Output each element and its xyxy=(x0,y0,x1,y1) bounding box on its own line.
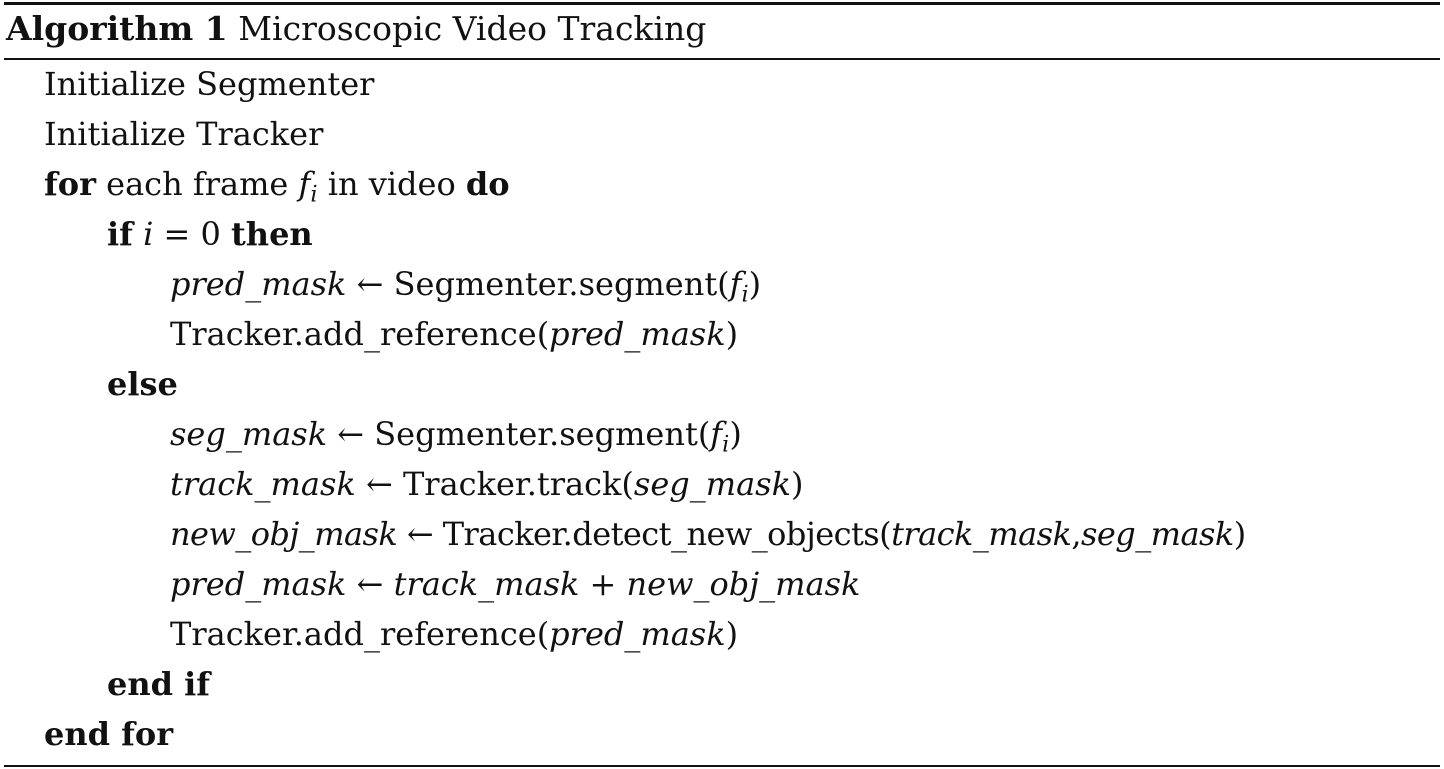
else-keyword: else xyxy=(107,365,178,403)
for-keyword: for xyxy=(44,165,96,203)
close-paren: ) xyxy=(729,415,742,453)
assign-arrow: ← xyxy=(346,565,394,603)
algorithm-block: Algorithm 1 Microscopic Video Tracking I… xyxy=(4,0,1440,769)
algorithm-label: Algorithm 1 xyxy=(6,9,228,48)
pred-mask-var: pred_mask xyxy=(549,315,726,353)
frame-var: f xyxy=(729,265,742,303)
end-for-keyword: end for xyxy=(44,715,174,753)
algorithm-title: Microscopic Video Tracking xyxy=(238,9,707,48)
assign-arrow: ← xyxy=(327,415,375,453)
line-add-reference-2: Tracker.add_reference(pred_mask) xyxy=(170,613,738,655)
line-else: else xyxy=(107,363,178,405)
add-reference-call: Tracker.add_reference( xyxy=(170,315,550,353)
line-seg-mask: seg_mask ← Segmenter.segment(fi) xyxy=(170,413,742,455)
caption-rule xyxy=(4,58,1440,60)
add-reference-call: Tracker.add_reference( xyxy=(170,615,550,653)
assign-arrow: ← xyxy=(355,465,403,503)
pred-mask-var: pred_mask xyxy=(170,265,347,303)
new-obj-mask-var: new_obj_mask xyxy=(170,515,398,553)
frame-index: i xyxy=(741,281,749,308)
seg-mask-var: seg_mask xyxy=(1081,515,1234,553)
line-end-for: end for xyxy=(44,713,173,755)
line-end-if: end if xyxy=(107,663,210,705)
init-segmenter-text: Initialize Segmenter xyxy=(44,65,375,103)
line-new-obj-mask: new_obj_mask ← Tracker.detect_new_object… xyxy=(170,513,1246,555)
segment-call: Segmenter.segment( xyxy=(393,265,730,303)
plus-operator: + xyxy=(579,565,627,603)
line-pred-mask-segment: pred_mask ← Segmenter.segment(fi) xyxy=(170,263,761,305)
for-each-text: each frame xyxy=(95,165,299,203)
line-track-mask: track_mask ← Tracker.track(seg_mask) xyxy=(170,463,803,505)
line-pred-mask-sum: pred_mask ← track_mask + new_obj_mask xyxy=(170,563,860,605)
algorithm-caption: Algorithm 1 Microscopic Video Tracking xyxy=(6,7,706,51)
line-add-reference-1: Tracker.add_reference(pred_mask) xyxy=(170,313,738,355)
close-paren: ) xyxy=(748,265,762,303)
end-if-keyword: end if xyxy=(107,665,211,703)
pred-mask-var: pred_mask xyxy=(170,565,347,603)
frame-index: i xyxy=(722,431,730,458)
track-mask-var: track_mask xyxy=(393,565,580,603)
line-init-tracker: Initialize Tracker xyxy=(44,113,323,155)
if-keyword: if xyxy=(107,215,133,253)
seg-mask-var: seg_mask xyxy=(170,415,328,453)
cond-equals-zero: = 0 xyxy=(153,215,232,253)
close-paren: ) xyxy=(1233,515,1246,553)
line-init-segmenter: Initialize Segmenter xyxy=(44,63,374,105)
line-if: if i = 0 then xyxy=(107,213,313,255)
line-for-loop: for each frame fi in video do xyxy=(44,163,510,205)
close-paren: ) xyxy=(725,615,739,653)
do-keyword: do xyxy=(465,165,510,203)
track-mask-var: track_mask xyxy=(891,515,1072,553)
detect-new-objects-call: Tracker.detect_new_objects( xyxy=(442,515,892,553)
assign-arrow: ← xyxy=(397,515,443,553)
track-call: Tracker.track( xyxy=(402,465,634,503)
pred-mask-var: pred_mask xyxy=(549,615,726,653)
frame-var: f xyxy=(710,415,723,453)
then-keyword: then xyxy=(231,215,313,253)
in-video-text: in video xyxy=(317,165,466,203)
assign-arrow: ← xyxy=(346,265,394,303)
bottom-rule xyxy=(4,765,1440,767)
segment-call: Segmenter.segment( xyxy=(374,415,711,453)
close-paren: ) xyxy=(790,465,804,503)
frame-index: i xyxy=(310,181,318,208)
top-rule xyxy=(4,2,1440,5)
track-mask-var: track_mask xyxy=(170,465,356,503)
new-obj-mask-var: new_obj_mask xyxy=(626,565,861,603)
init-tracker-text: Initialize Tracker xyxy=(44,115,324,153)
cond-index: i xyxy=(143,215,154,253)
comma: , xyxy=(1071,515,1081,553)
frame-var: f xyxy=(298,165,311,203)
close-paren: ) xyxy=(725,315,739,353)
seg-mask-var: seg_mask xyxy=(633,465,791,503)
